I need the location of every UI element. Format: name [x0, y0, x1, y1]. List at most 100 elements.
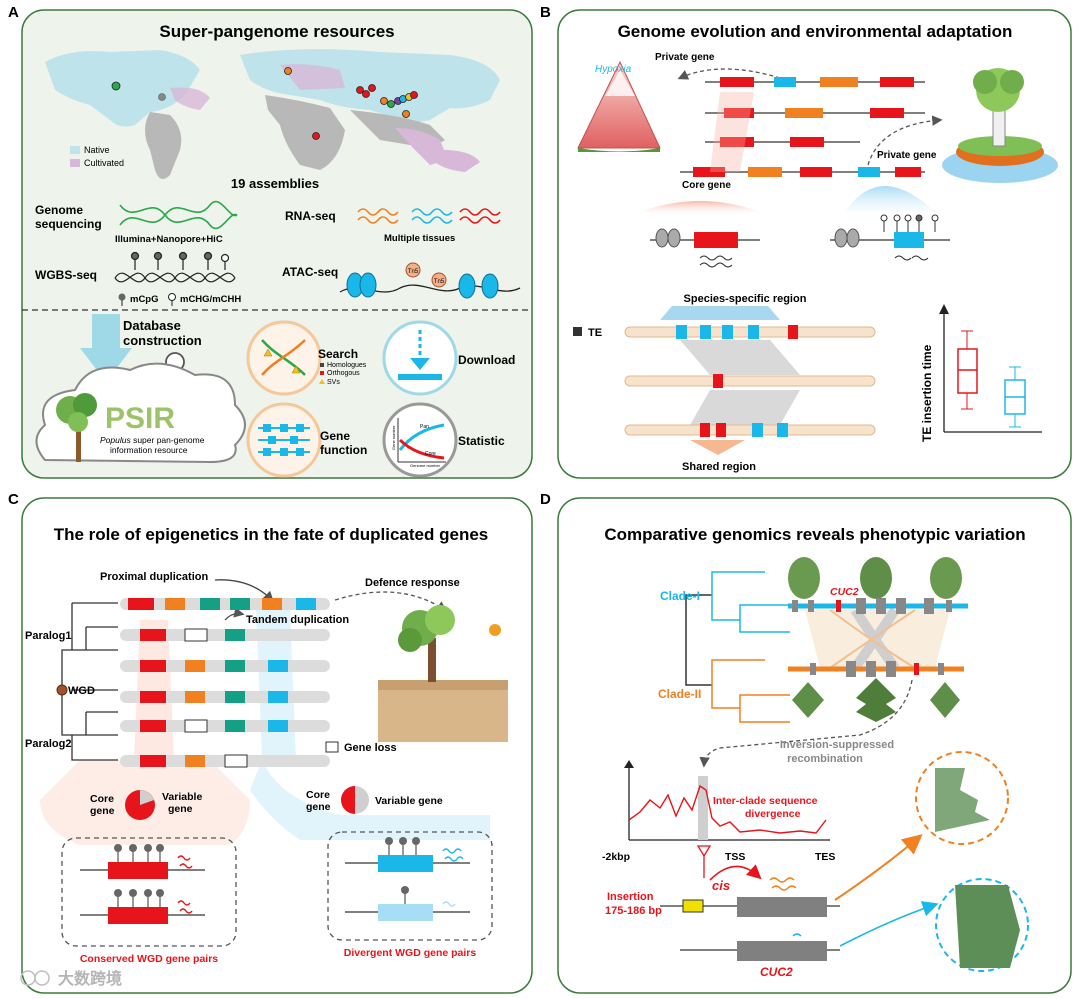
- hypoxia-label: Hypoxia: [595, 64, 632, 75]
- clade1-label: Clade-I: [660, 589, 700, 603]
- panel-c: C The role of epigenetics in the fate of…: [8, 491, 533, 994]
- private-gene-right-label: Private gene: [877, 150, 937, 161]
- variable-gene-left-label-2: gene: [168, 803, 193, 815]
- methylation-helix-icon: [114, 251, 236, 283]
- database-label-2: construction: [123, 333, 202, 348]
- clade2-label: Clade-II: [658, 687, 701, 701]
- stat-pan-label: Pan: [420, 424, 429, 430]
- chromatin-blue: [830, 214, 950, 261]
- shared-region-label: Shared region: [682, 461, 756, 473]
- cuc2-top-label: CUC2: [830, 586, 859, 598]
- te-boxplot: [939, 304, 1042, 433]
- paralog2-label: Paralog2: [25, 738, 71, 750]
- search-dna-icon: [261, 339, 306, 376]
- leaf-zoom-cyan: [935, 878, 1029, 972]
- legend-native-swatch: [70, 146, 80, 154]
- download-label: Download: [458, 353, 515, 367]
- divergence-label-2: divergence: [745, 808, 801, 820]
- stat-ylabel: Gene number: [391, 425, 396, 450]
- homologues-label: Homologues: [327, 362, 367, 369]
- svs-label: SVs: [327, 379, 340, 386]
- genome-tech: Illumina+Nanopore+HiC: [115, 234, 223, 245]
- core-gene-left-label-1: Core: [90, 793, 114, 805]
- gene-function-label-2: function: [320, 443, 367, 457]
- conserved-label: Conserved WGD gene pairs: [80, 953, 218, 965]
- x-tick-tss: TSS: [725, 851, 745, 863]
- conserved-box: [61, 837, 237, 947]
- species-specific-highlight: [660, 306, 780, 320]
- mchg-icon: [168, 293, 176, 301]
- te-legend-swatch: [573, 327, 582, 336]
- divergent-genes: [345, 837, 470, 921]
- cuc2-bottom-label: CUC2: [760, 965, 793, 979]
- gene-loss-label: Gene loss: [344, 742, 397, 754]
- panel-b-frame: [557, 9, 1072, 479]
- legend-cultivated: Cultivated: [84, 158, 124, 168]
- inversion-label-2: recombination: [787, 753, 863, 765]
- insertion-marker-icon: [696, 845, 712, 858]
- core-gene-left-label-2: gene: [90, 805, 115, 817]
- x-tick-m2kbp: -2kbp: [602, 851, 630, 863]
- statistic-mini-chart: [397, 418, 446, 463]
- synteny-blocks: [624, 325, 876, 455]
- tree-icon: [56, 393, 97, 462]
- variable-gene-left-label-1: Variable: [162, 791, 202, 803]
- psir-subtitle-2: information resource: [110, 445, 188, 455]
- panel-a-letter: A: [8, 4, 19, 21]
- core-gene-right-label-2: gene: [306, 801, 331, 813]
- panel-a: A Super-pangenome resources: [8, 4, 533, 479]
- duplication-tracks: [120, 598, 330, 768]
- mcpg-icon: [118, 293, 126, 301]
- paralog1-label: Paralog1: [25, 630, 71, 642]
- gene-loss-swatch: [325, 741, 339, 753]
- wgd-label: WGD: [68, 685, 95, 697]
- panel-b-letter: B: [540, 4, 551, 21]
- panel-b-title: Genome evolution and environmental adapt…: [618, 22, 1013, 41]
- psir-logo: PSIR: [105, 402, 175, 435]
- insertion-label-2: 175-186 bp: [605, 905, 662, 917]
- psir-subtitle-1: Populus super pan-genome: [100, 435, 205, 445]
- panel-c-letter: C: [8, 491, 19, 508]
- clade-tree: [685, 571, 790, 723]
- atac-seq-label: ATAC-seq: [282, 265, 338, 279]
- stat-core-label: Core: [425, 451, 436, 457]
- cuc2-gene-tracks: [660, 877, 840, 961]
- tandem-dup-label: Tandem duplication: [246, 614, 349, 626]
- insertion-label-1: Insertion: [607, 891, 654, 903]
- panel-b: B Genome evolution and environmental ada…: [540, 4, 1072, 479]
- divergence-chart: [624, 760, 830, 841]
- mchg-label: mCHG/mCHH: [180, 294, 241, 305]
- tn5-label-1: Tn5: [408, 269, 419, 275]
- x-tick-tes: TES: [815, 851, 835, 863]
- rna-sub-label: Multiple tissues: [384, 233, 455, 244]
- watermark-logo-icon: [20, 970, 50, 986]
- defence-label: Defence response: [365, 577, 460, 589]
- mcpg-label: mCpG: [130, 294, 159, 305]
- chromatin-red: [650, 228, 760, 268]
- wgbs-seq-label: WGBS-seq: [35, 268, 97, 282]
- panel-d: D Comparative genomics reveals phenotypi…: [540, 491, 1072, 994]
- world-map: [45, 49, 500, 179]
- island-illustration: [942, 68, 1058, 183]
- divergence-label-1: Inter-clade sequence: [713, 795, 818, 807]
- core-gene-label: Core gene: [682, 180, 731, 191]
- pie-right: [341, 786, 369, 814]
- database-label-1: Database: [123, 318, 181, 333]
- gene-tracks: [680, 77, 925, 177]
- legend-cultivated-swatch: [70, 159, 80, 167]
- mountain-illustration: [577, 60, 661, 152]
- assemblies-label: 19 assemblies: [231, 176, 319, 191]
- panel-d-letter: D: [540, 491, 551, 508]
- panel-c-title: The role of epigenetics in the fate of d…: [54, 525, 489, 544]
- stat-xlabel: Genome number: [410, 463, 441, 468]
- download-icon: [398, 330, 442, 380]
- orthogous-label: Orthogous: [327, 370, 360, 377]
- inversion-tracks: [788, 598, 968, 677]
- defence-tree-illustration: [378, 605, 508, 742]
- divergent-box: [327, 831, 493, 941]
- variable-gene-right-label: Variable gene: [375, 795, 443, 807]
- conserved-genes: [80, 844, 205, 924]
- dna-helix-icon: [119, 200, 238, 230]
- genome-sequencing-label-1: Genome: [35, 203, 83, 217]
- panel-d-title: Comparative genomics reveals phenotypic …: [604, 525, 1025, 544]
